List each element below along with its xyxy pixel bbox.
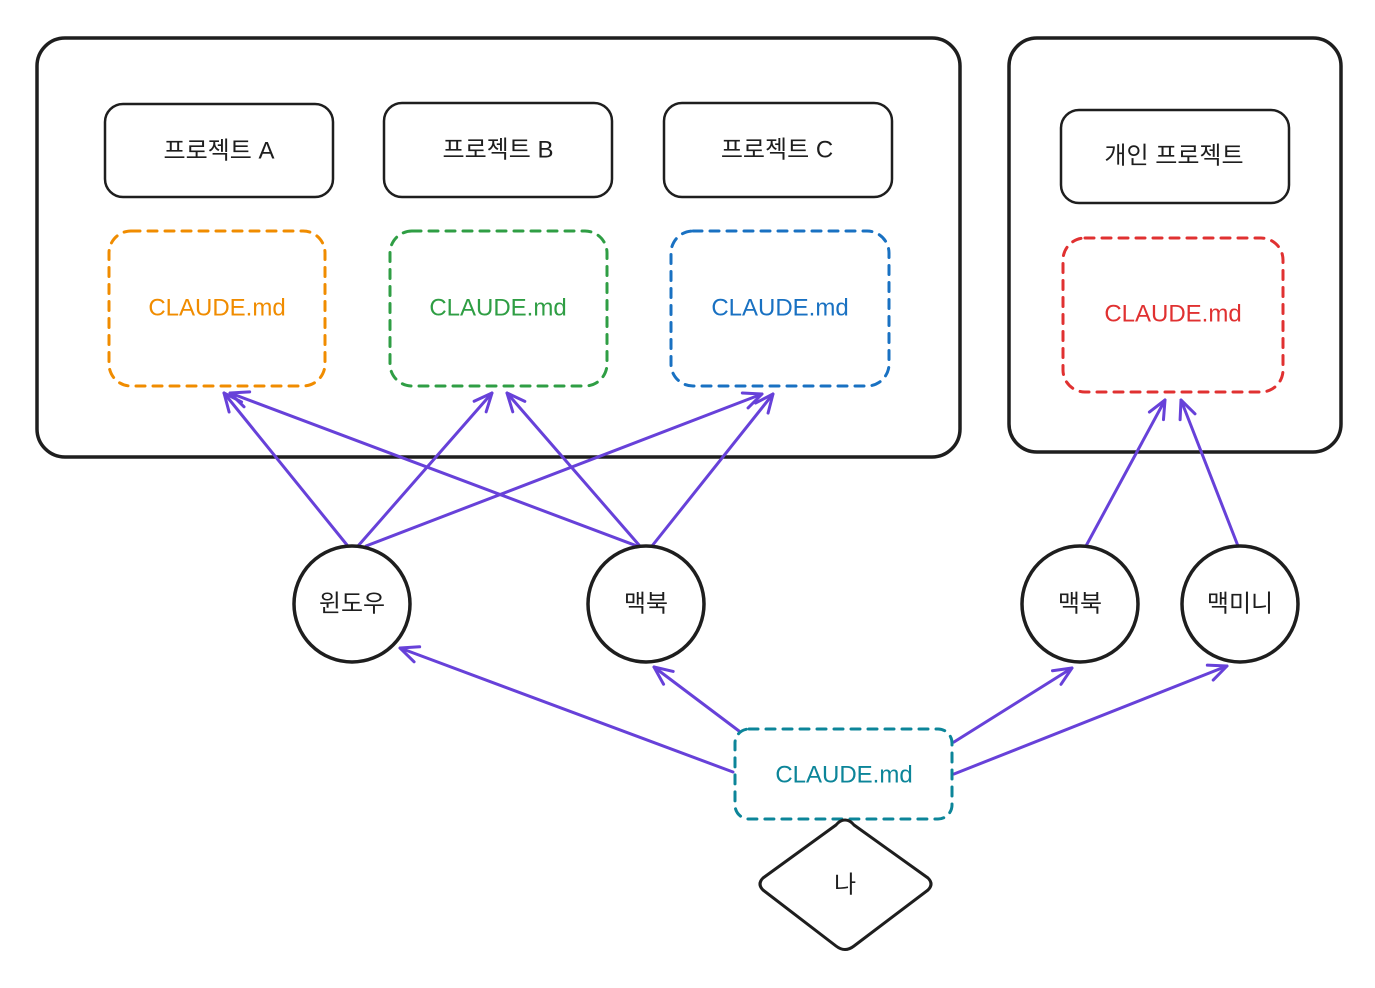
device-macbook-label: 맥북 [624, 591, 668, 618]
arrow-macbook-to-project-b [505, 391, 641, 547]
device-windows-circle [292, 544, 412, 664]
project-b-claude-md-label: CLAUDE.md [429, 295, 566, 322]
arrow-macmini-to-personal-project [1178, 398, 1240, 548]
personal-project-claude-md-label: CLAUDE.md [1104, 301, 1241, 328]
user-label: 나 [834, 872, 856, 899]
device-macmini-node: 맥미니 [1180, 544, 1300, 664]
project-c-claude-md-label: CLAUDE.md [711, 295, 848, 322]
project-a-claude-md-label: CLAUDE.md [148, 295, 285, 322]
project-a-label: 프로젝트 A [164, 138, 275, 165]
work-group: 프로젝트 A CLAUDE.md 프로젝트 B CLAUDE.md 프로젝트 C… [35, 36, 962, 459]
personal-group: 개인 프로젝트 CLAUDE.md [1007, 36, 1343, 454]
personal-project-label: 개인 프로젝트 [1104, 143, 1243, 170]
work-group-container [35, 36, 962, 459]
shared-claude-md-node: CLAUDE.md [733, 727, 954, 821]
device-macbook-circle [586, 544, 706, 664]
arrow-windows-to-project-c [364, 391, 764, 548]
arrow-shared-to-personal-macbook [952, 666, 1074, 744]
arrow-shared-to-macmini [952, 663, 1229, 776]
arrow-shared-to-macbook [652, 665, 741, 733]
user-node: 나 [758, 818, 933, 951]
project-c-label: 프로젝트 C [721, 137, 833, 164]
device-macmini-circle [1180, 544, 1300, 664]
shared-claude-md-label: CLAUDE.md [775, 762, 912, 789]
arrow-macbook-to-project-a [228, 390, 639, 548]
device-macbook-node: 맥북 [586, 544, 706, 664]
project-a-claude-md-box [107, 229, 327, 388]
project-a: 프로젝트 A CLAUDE.md [103, 102, 335, 388]
project-c: 프로젝트 C CLAUDE.md [662, 101, 894, 388]
project-b: 프로젝트 B CLAUDE.md [382, 101, 614, 388]
personal-project-box [1059, 108, 1291, 205]
project-c-box [662, 101, 894, 199]
personal-project-claude-md-box [1061, 236, 1285, 394]
arrows [222, 390, 1240, 776]
device-windows-node: 윈도우 [292, 544, 412, 664]
shared-claude-md-box [733, 727, 954, 821]
arrow-windows-to-project-a [222, 391, 349, 547]
project-a-box [103, 102, 335, 199]
user-diamond [758, 818, 933, 951]
project-b-box [382, 101, 614, 199]
arrow-shared-to-windows [398, 645, 735, 774]
arrow-windows-to-project-b [356, 391, 494, 548]
device-personal-macbook-node: 맥북 [1020, 544, 1140, 664]
arrow-personal-macbook-to-personal-project [1084, 398, 1167, 548]
project-b-claude-md-box [388, 229, 609, 388]
device-macmini-label: 맥미니 [1207, 591, 1273, 618]
device-personal-macbook-label: 맥북 [1058, 591, 1102, 618]
personal-group-container [1007, 36, 1343, 454]
project-c-claude-md-box [669, 229, 891, 388]
device-personal-macbook-circle [1020, 544, 1140, 664]
arrow-macbook-to-project-c [650, 392, 775, 548]
project-b-label: 프로젝트 B [443, 137, 554, 164]
device-windows-label: 윈도우 [319, 591, 385, 618]
